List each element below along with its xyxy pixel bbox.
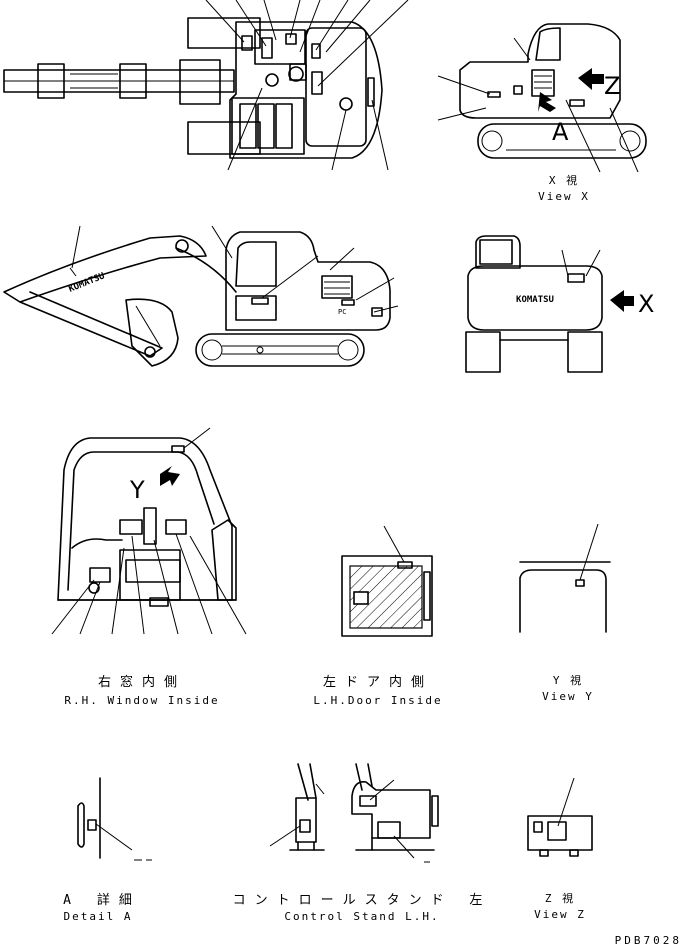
counterweight-logo: KOMATSU [516,295,554,305]
counterweight [467,265,603,331]
console-box [119,549,181,601]
lever-column [295,797,317,843]
side-decal-pc [341,299,355,306]
arrow-z-icon [578,68,604,90]
view-z-caption-en: View Z [534,908,586,921]
engine-hood-mark: PC [338,308,346,316]
side-decal-lower [377,821,401,839]
arrow-y-label: Y [129,476,145,504]
track-undercarriage [477,123,647,159]
boom-arm-plan [3,59,235,105]
rear-view-leaders [561,249,601,277]
lh-door-inside-view [341,525,433,637]
top-plan-view [3,0,409,171]
control-stand-caption-en: Control Stand L.H. [284,910,439,923]
top-plan-leaders [205,0,409,171]
rh-window-inside-view [51,427,247,635]
panel-switch [533,821,543,833]
lh-door-caption-en: L.H.Door Inside [313,694,442,707]
boom-side [3,235,237,358]
control-stand-front [269,763,325,851]
boom-logo: KOMATSU [67,271,106,294]
drawing-code: PDB7028 [615,934,682,947]
bucket-side [125,298,179,367]
console-body [351,780,431,839]
undercarriage-side [195,333,365,367]
arrow-a-label: A [552,118,569,146]
right-track-rear [567,331,603,373]
view-x-caption-en: View X [538,190,590,203]
column-decal [299,819,311,833]
upper-body [459,23,621,119]
view-y-caption-en: View Y [542,690,594,703]
view-y-caption-jp: Y 視 [553,673,583,687]
detail-a-caption-jp: A 詳細 [63,892,141,908]
seat-back [143,507,157,545]
handrail [77,802,85,848]
cab-roof-outline [519,569,607,633]
view-z [527,777,593,857]
side-decal-upper [359,795,377,807]
right-track-plan [187,121,261,155]
side-post [211,519,237,601]
lh-door-caption-jp: 左ドア内側 [323,674,433,690]
door-top-decal [397,561,413,569]
side-view-leaders [71,225,399,313]
arrow-z-label: Z [604,72,620,100]
control-stand-lh [269,763,439,863]
cab-rear [475,235,521,269]
cab-frame [57,437,233,601]
detail-a [77,777,152,861]
view-x-leaders [437,37,639,173]
upper-structure-side [225,231,391,331]
control-stand-side [351,763,439,863]
control-stand-caption-jp: コントロールスタンド 左 [233,893,492,908]
rh-window-caption-jp: 右窓内側 [98,674,186,690]
arrow-x-label: X [638,290,654,318]
rear-decal-plate [567,273,585,283]
view-x-machine [437,23,647,173]
left-track-rear [465,331,501,373]
arrow-x-icon [610,290,634,312]
handrail-decal [87,819,97,831]
view-x-caption-jp: X 視 [549,173,579,187]
arrow-a-icon [538,92,556,112]
panel-decal [547,821,567,841]
side-view-excavator [3,225,399,367]
lever-decal [89,567,111,583]
detail-a-caption-en: Detail A [64,910,133,923]
arrow-y-icon [160,466,180,486]
view-y [519,523,611,633]
door-lock-decal [353,591,369,605]
panel-outline [527,815,593,851]
view-z-caption-jp: Z 視 [545,891,575,905]
rh-window-leaders [51,427,247,635]
roof-decal [575,579,585,587]
upper-structure-plan [229,21,383,159]
rh-window-caption-en: R.H. Window Inside [64,694,219,707]
decal-pc-mark [487,91,501,98]
track-shoes [481,130,641,152]
left-track-plan [187,17,261,49]
rear-view-machine [465,235,634,373]
engine-grille [531,69,555,97]
door-panel [341,555,433,637]
cab-window [535,27,561,61]
